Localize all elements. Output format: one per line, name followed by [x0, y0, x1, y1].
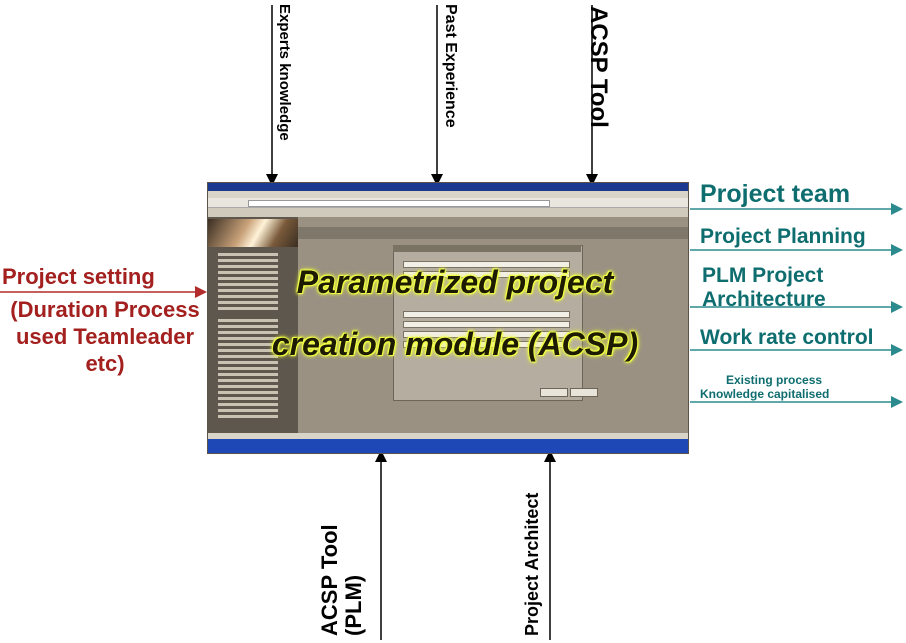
sidebar-item — [218, 277, 278, 280]
menu-bar — [208, 191, 688, 198]
sidebar-item — [218, 283, 278, 286]
status-bar — [208, 433, 688, 439]
label-existing-line2: Knowledge capitalised — [700, 387, 830, 401]
label-work-rate: Work rate control — [700, 326, 874, 349]
form-field — [403, 261, 570, 268]
label-project-team: Project team — [700, 180, 851, 208]
sidebar-item — [218, 349, 278, 352]
form-panel-header — [393, 245, 581, 252]
sidebar-item — [218, 385, 278, 388]
sidebar-item — [218, 367, 278, 370]
form-field — [403, 321, 570, 328]
form-field — [403, 341, 570, 348]
sidebar-item — [218, 307, 278, 310]
label-existing-line1: Existing process — [726, 373, 823, 387]
form-button — [570, 388, 598, 397]
sidebar-item — [218, 403, 278, 406]
label-experts-knowledge: Experts knowledge — [276, 4, 293, 141]
sidebar-item — [218, 301, 278, 304]
label-project-planning: Project Planning — [700, 225, 866, 248]
sidebar-item — [218, 379, 278, 382]
sidebar-item — [218, 343, 278, 346]
sidebar-item — [218, 415, 278, 418]
label-past-experience: Past Experience — [442, 4, 459, 128]
center-title-line2: creation module (ACSP) — [271, 326, 639, 362]
sidebar-item — [218, 289, 278, 292]
sidebar-item — [218, 361, 278, 364]
label-project-architect: Project Architect — [522, 492, 542, 636]
address-field — [248, 200, 550, 207]
sidebar-item — [218, 295, 278, 298]
label-acsp-tool-bottom: ACSP Tool (PLM) — [317, 476, 366, 636]
label-project-setting-details: (Duration Process used Teamleader etc) — [10, 297, 200, 376]
sidebar-item — [218, 271, 278, 274]
form-field — [403, 331, 570, 338]
sidebar-item — [218, 355, 278, 358]
sidebar-item — [218, 259, 278, 262]
center-title-line1: Parametrized project — [296, 264, 614, 300]
acsp-screenshot — [207, 182, 689, 454]
sidebar-item — [218, 373, 278, 376]
label-plm-line1: PLM Project — [702, 264, 824, 287]
sidebar-item — [218, 409, 278, 412]
label-acsp-tool-bottom-line2: (PLM) — [341, 574, 366, 636]
sidebar-item — [218, 325, 278, 328]
sidebar-item — [218, 331, 278, 334]
sidebar-item — [218, 337, 278, 340]
sidebar-image — [208, 219, 298, 247]
label-project-setting: Project setting — [2, 264, 155, 289]
form-field — [403, 311, 570, 318]
sidebar-item — [218, 265, 278, 268]
form-field — [403, 271, 570, 278]
taskbar — [208, 439, 688, 453]
toolbar — [208, 208, 688, 217]
sidebar-item — [218, 397, 278, 400]
content-header — [298, 227, 688, 239]
window-titlebar — [208, 183, 688, 191]
sidebar-item — [218, 319, 278, 322]
label-plm-line2: Architecture — [702, 288, 826, 311]
label-acsp-tool-top: ACSP Tool — [585, 6, 612, 128]
label-acsp-tool-bottom-line1: ACSP Tool — [317, 524, 342, 636]
form-button — [540, 388, 568, 397]
sidebar-item — [218, 391, 278, 394]
sidebar-item — [218, 253, 278, 256]
